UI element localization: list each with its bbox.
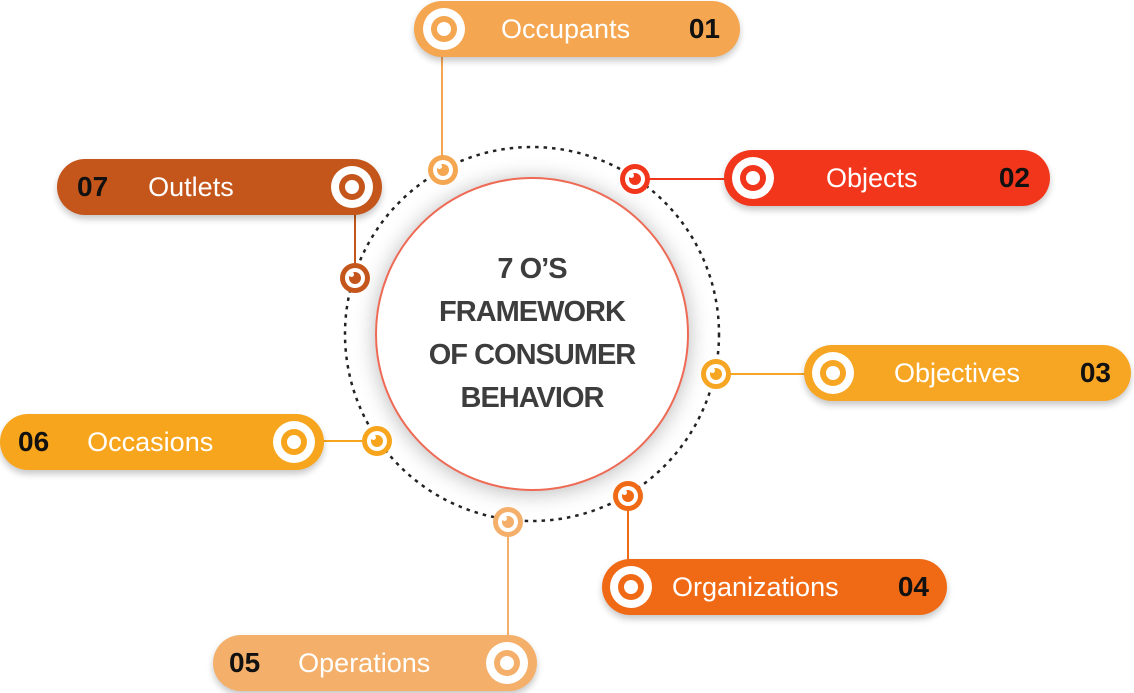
target-icon	[610, 566, 652, 608]
item-label: Operations	[298, 647, 431, 678]
item-number: 06	[18, 426, 50, 457]
item-label: Objects	[826, 162, 918, 193]
node-objectives	[701, 359, 731, 389]
target-icon	[273, 421, 315, 463]
title-line: OF CONSUMER	[428, 339, 636, 371]
item-label: Occasions	[87, 426, 214, 457]
item-number: 02	[998, 162, 1030, 193]
target-icon	[812, 352, 854, 394]
target-icon	[331, 166, 373, 208]
title-line: 7 O’S	[497, 253, 567, 285]
item-label: Outlets	[148, 171, 234, 202]
item-label: Occupants	[501, 13, 631, 44]
item-number: 04	[897, 571, 929, 602]
item-outlets: 07 Outlets	[57, 159, 382, 215]
target-icon	[423, 8, 465, 50]
item-number: 01	[688, 13, 720, 44]
item-occupants: Occupants 01	[414, 1, 740, 57]
item-number: 03	[1079, 357, 1111, 388]
node-operations	[493, 507, 523, 537]
target-icon	[732, 157, 774, 199]
item-number: 07	[77, 171, 109, 202]
center-circle: 7 O’S FRAMEWORK OF CONSUMER BEHAVIOR	[375, 177, 689, 491]
node-occupants	[428, 155, 458, 185]
item-objects: Objects 02	[724, 150, 1050, 206]
dotted-ring	[343, 145, 721, 523]
item-occasions: 06 Occasions	[0, 414, 324, 470]
title-line: BEHAVIOR	[460, 382, 605, 414]
target-icon	[486, 642, 528, 684]
title-line: FRAMEWORK	[439, 296, 626, 328]
item-operations: 05 Operations	[213, 635, 537, 691]
node-outlets	[340, 263, 370, 293]
node-objects	[620, 164, 650, 194]
item-label: Organizations	[672, 571, 839, 602]
item-organizations: Organizations 04	[602, 559, 947, 615]
item-objectives: Objectives 03	[804, 345, 1131, 401]
item-number: 05	[229, 647, 261, 678]
node-occasions	[362, 426, 392, 456]
node-organizations	[613, 481, 643, 511]
item-label: Objectives	[894, 357, 1021, 388]
center-title: 7 O’S FRAMEWORK OF CONSUMER BEHAVIOR	[429, 248, 636, 420]
